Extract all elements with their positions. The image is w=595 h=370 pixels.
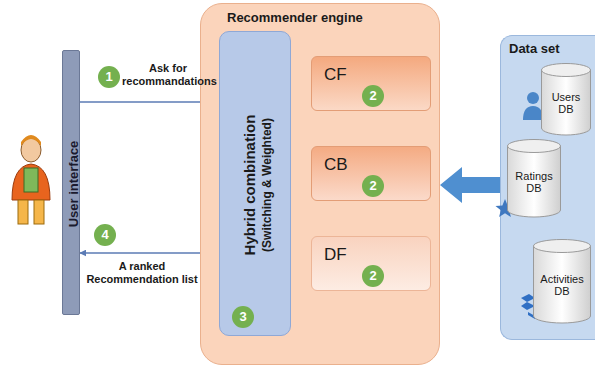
node-label: Hybrid combination [240, 114, 257, 255]
callout-number: 1 [98, 66, 120, 88]
data-flow-arrow [440, 167, 500, 203]
connector-arrow [80, 252, 219, 253]
rotated-text-holder: User interface [63, 51, 81, 316]
user-icon [523, 92, 543, 120]
edge-label: A ranked Recommendation list [86, 260, 198, 286]
node-label: Data set [509, 41, 560, 56]
edge-label: Ask for recommandations [122, 62, 214, 88]
user-figure [12, 135, 50, 224]
interface-bar: User interface [62, 50, 80, 315]
callout-number: 2 [362, 265, 384, 287]
database-cylinder: Users DB [541, 63, 591, 135]
database-cylinder: Ratings DB [507, 139, 561, 217]
node-label: CB [324, 155, 348, 175]
callout-number: 4 [94, 224, 116, 246]
node-label: Recommender engine [227, 10, 363, 25]
hybrid-box: Hybrid combination(Switching & Weighted) [219, 31, 291, 336]
node-sublabel: (Switching & Weighted) [259, 118, 273, 252]
dataset-panel: Data setUsers DB Ratings DB Activities DB [500, 35, 595, 340]
node-label: Users DB [544, 91, 588, 115]
node-label: Ratings DB [510, 170, 558, 194]
node-label: DF [324, 245, 347, 265]
node-label: Activities DB [536, 273, 588, 297]
node-label: CF [324, 65, 347, 85]
database-cylinder: Activities DB [533, 239, 591, 323]
callout-number: 2 [362, 175, 384, 197]
node-label: User interface [65, 140, 80, 227]
callout-number: 2 [362, 85, 384, 107]
connector-arrow [80, 101, 219, 102]
rotated-text-holder: Hybrid combination(Switching & Weighted) [220, 32, 292, 337]
callout-number: 3 [232, 306, 254, 328]
